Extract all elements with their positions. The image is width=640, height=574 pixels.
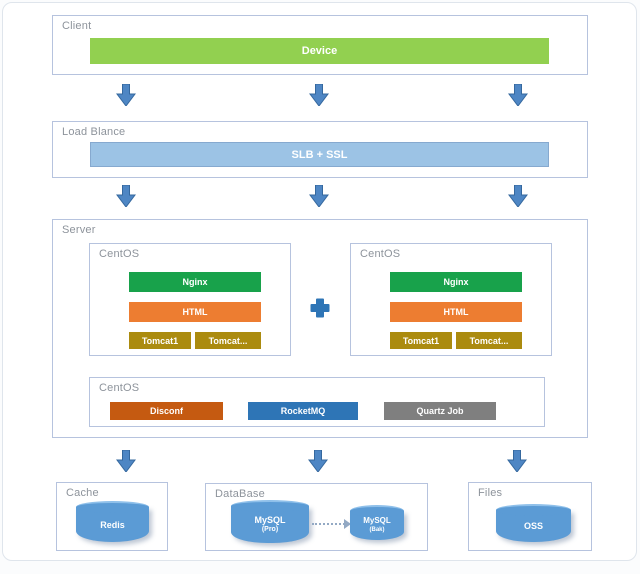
files-section: Files OSS — [468, 482, 592, 551]
quartz-job-bar: Quartz Job — [384, 402, 496, 420]
load-balance-label: Load Blance — [62, 126, 126, 138]
files-label: Files — [478, 487, 503, 499]
mysql-bak-cylinder database-cylinder-icon: MySQL (Bak) — [350, 505, 404, 540]
client-label: Client — [62, 20, 92, 32]
down-arrow-icon — [116, 84, 136, 106]
mysql-bak-sub: (Bak) — [369, 527, 385, 533]
mysql-pro-name: MySQL — [254, 515, 286, 525]
rocketmq-bar: RocketMQ — [248, 402, 358, 420]
mysql-bak-name: MySQL — [363, 516, 391, 525]
device-bar: Device — [90, 38, 549, 64]
database-label: DataBase — [215, 488, 265, 500]
down-arrow-icon — [309, 84, 329, 106]
mysql-pro-cylinder database-cylinder-icon: MySQL (Pro) — [231, 500, 309, 543]
oss-cylinder database-cylinder-icon: OSS — [496, 504, 571, 542]
down-arrow-icon — [507, 450, 527, 472]
html-bar: HTML — [129, 302, 261, 322]
oss-text: OSS — [523, 521, 543, 531]
plus-icon — [310, 298, 330, 318]
centos-label: CentOS — [360, 248, 401, 260]
down-arrow-icon — [116, 450, 136, 472]
redis-text: Redis — [100, 519, 125, 530]
disconf-bar: Disconf — [110, 402, 223, 420]
centos-middleware-node: CentOS Disconf RocketMQ Quartz Job — [89, 377, 545, 427]
centos-label: CentOS — [99, 382, 140, 394]
html-bar: HTML — [390, 302, 522, 322]
server-label: Server — [62, 224, 96, 236]
nginx-bar: Nginx — [129, 272, 261, 292]
down-arrow-icon — [116, 185, 136, 207]
tomcat1-bar: Tomcat1 — [129, 332, 191, 349]
down-arrow-icon — [308, 450, 328, 472]
centos-web-node-1: CentOS Nginx HTML Tomcat1 Tomcat... — [89, 243, 291, 356]
slb-ssl-bar: SLB + SSL — [90, 142, 549, 167]
tomcat1-bar: Tomcat1 — [390, 332, 452, 349]
down-arrow-icon — [508, 185, 528, 207]
mysql-pro-sub: (Pro) — [261, 526, 279, 533]
tomcat-more-bar: Tomcat... — [195, 332, 261, 349]
tomcat-more-bar: Tomcat... — [456, 332, 522, 349]
redis-cylinder database-cylinder-icon: Redis — [76, 501, 149, 542]
replication-dotted-arrow — [312, 519, 351, 529]
cache-section: Cache Redis — [56, 482, 168, 551]
cache-label: Cache — [66, 487, 99, 499]
down-arrow-icon — [508, 84, 528, 106]
centos-web-node-2: CentOS Nginx HTML Tomcat1 Tomcat... — [350, 243, 552, 356]
centos-label: CentOS — [99, 248, 140, 260]
server-section: Server CentOS Nginx HTML Tomcat1 Tomcat.… — [52, 219, 588, 438]
database-section: DataBase MySQL (Pro) MySQL (Bak) — [205, 483, 428, 551]
down-arrow-icon — [309, 185, 329, 207]
nginx-bar: Nginx — [390, 272, 522, 292]
